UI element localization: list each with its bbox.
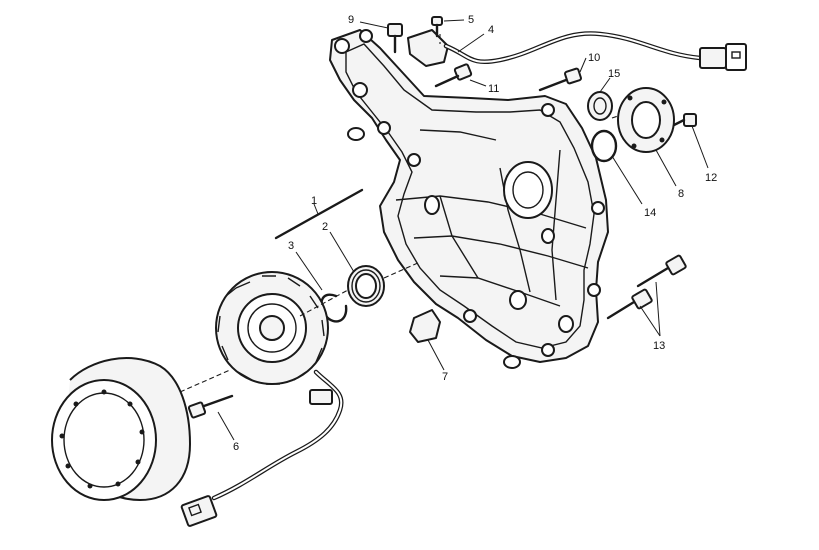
- alignment-lines: [179, 34, 619, 393]
- bolts-13: [606, 254, 687, 320]
- callout-1: 1: [311, 195, 317, 207]
- bolt-12: [670, 113, 697, 128]
- bolt-6: [187, 394, 234, 419]
- pickup-sensor-wire: [407, 29, 747, 71]
- bolt-10: [538, 67, 582, 92]
- callout-12: 12: [705, 172, 717, 184]
- bearing-2: [347, 265, 385, 307]
- callout-10: 10: [588, 52, 600, 64]
- bolt-9: [387, 23, 403, 54]
- callout-14: 14: [644, 207, 656, 219]
- callout-11: 11: [488, 83, 499, 95]
- callout-3: 3: [288, 240, 294, 252]
- callout-15: 15: [608, 68, 620, 80]
- leader-lines: [217, 19, 709, 441]
- callout-2: 2: [322, 221, 328, 233]
- callout-9: 9: [348, 14, 354, 26]
- callout-4: 4: [488, 24, 494, 36]
- bolt-11: [434, 63, 473, 88]
- screw-5: [431, 16, 443, 38]
- callout-7: 7: [442, 371, 448, 383]
- inspection-plate-8: [617, 87, 675, 153]
- callout-8: 8: [678, 188, 684, 200]
- gasket-7: [409, 309, 441, 343]
- assembly-bracket-1: [274, 188, 364, 240]
- flywheel-rotor: [51, 357, 191, 501]
- callout-labels: 1 2 3 4 5 6 7 8 9 10 11 12 13 14 15: [233, 14, 717, 453]
- oil-seal-15: [587, 91, 613, 121]
- callout-13: 13: [653, 340, 665, 352]
- circlip-14: [590, 129, 618, 163]
- callout-5: 5: [468, 14, 474, 26]
- generator-cover: [329, 29, 609, 369]
- callout-6: 6: [233, 441, 239, 453]
- stator: [180, 271, 344, 527]
